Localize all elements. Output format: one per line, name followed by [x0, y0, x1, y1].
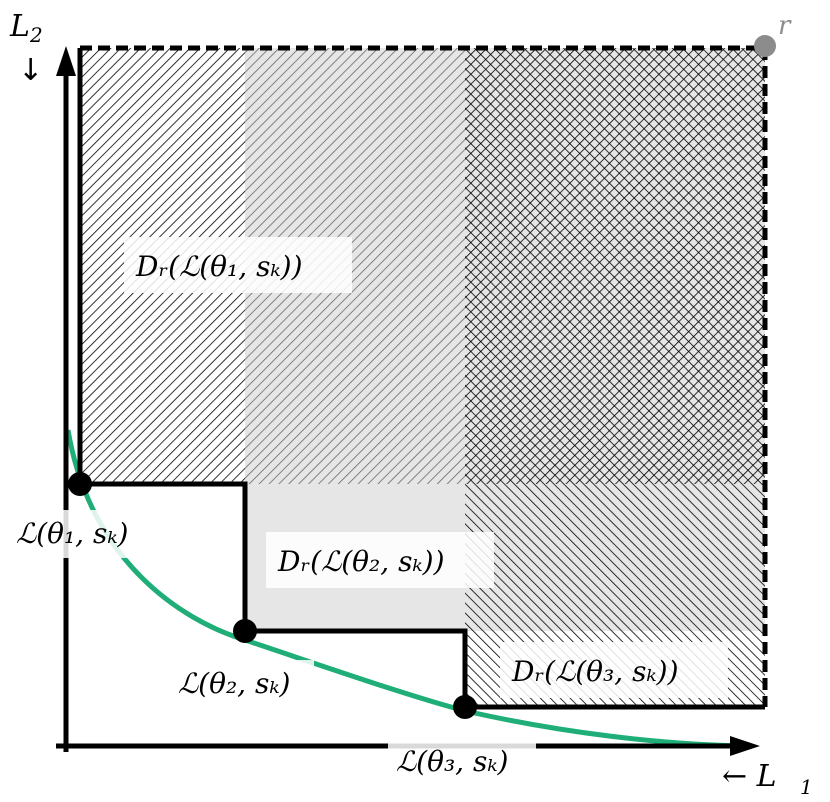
region-d3-hatch — [465, 48, 765, 707]
region-d3-label: Dᵣ(ℒ(θ₃, sₖ)) — [511, 655, 679, 688]
reference-point — [754, 35, 776, 57]
point-theta3 — [453, 695, 477, 719]
svg-text:← L: ← L — [722, 759, 777, 794]
point-theta2-label: ℒ(θ₂, sₖ) — [178, 667, 290, 700]
x-axis-label: ← L 1 — [722, 759, 813, 799]
svg-text:L: L — [9, 9, 30, 44]
svg-text:2: 2 — [29, 23, 43, 47]
point-theta2 — [233, 619, 257, 643]
dominated-regions — [80, 48, 765, 707]
reference-point-label: r — [778, 11, 792, 41]
y-axis-arrowhead — [56, 46, 76, 76]
point-theta1-label: ℒ(θ₁, sₖ) — [16, 517, 128, 550]
svg-text:↓: ↓ — [18, 53, 43, 88]
y-axis-label: L 2 ↓ — [9, 9, 43, 88]
region-d1-label: Dᵣ(ℒ(θ₁, sₖ)) — [135, 250, 303, 283]
front-curve — [65, 429, 751, 749]
region-d2-label: Dᵣ(ℒ(θ₂, sₖ)) — [277, 545, 445, 578]
point-theta1 — [68, 472, 92, 496]
point-theta3-label: ℒ(θ₃, sₖ) — [396, 745, 508, 778]
x-axis-arrowhead — [730, 736, 760, 756]
svg-text:1: 1 — [800, 775, 813, 799]
